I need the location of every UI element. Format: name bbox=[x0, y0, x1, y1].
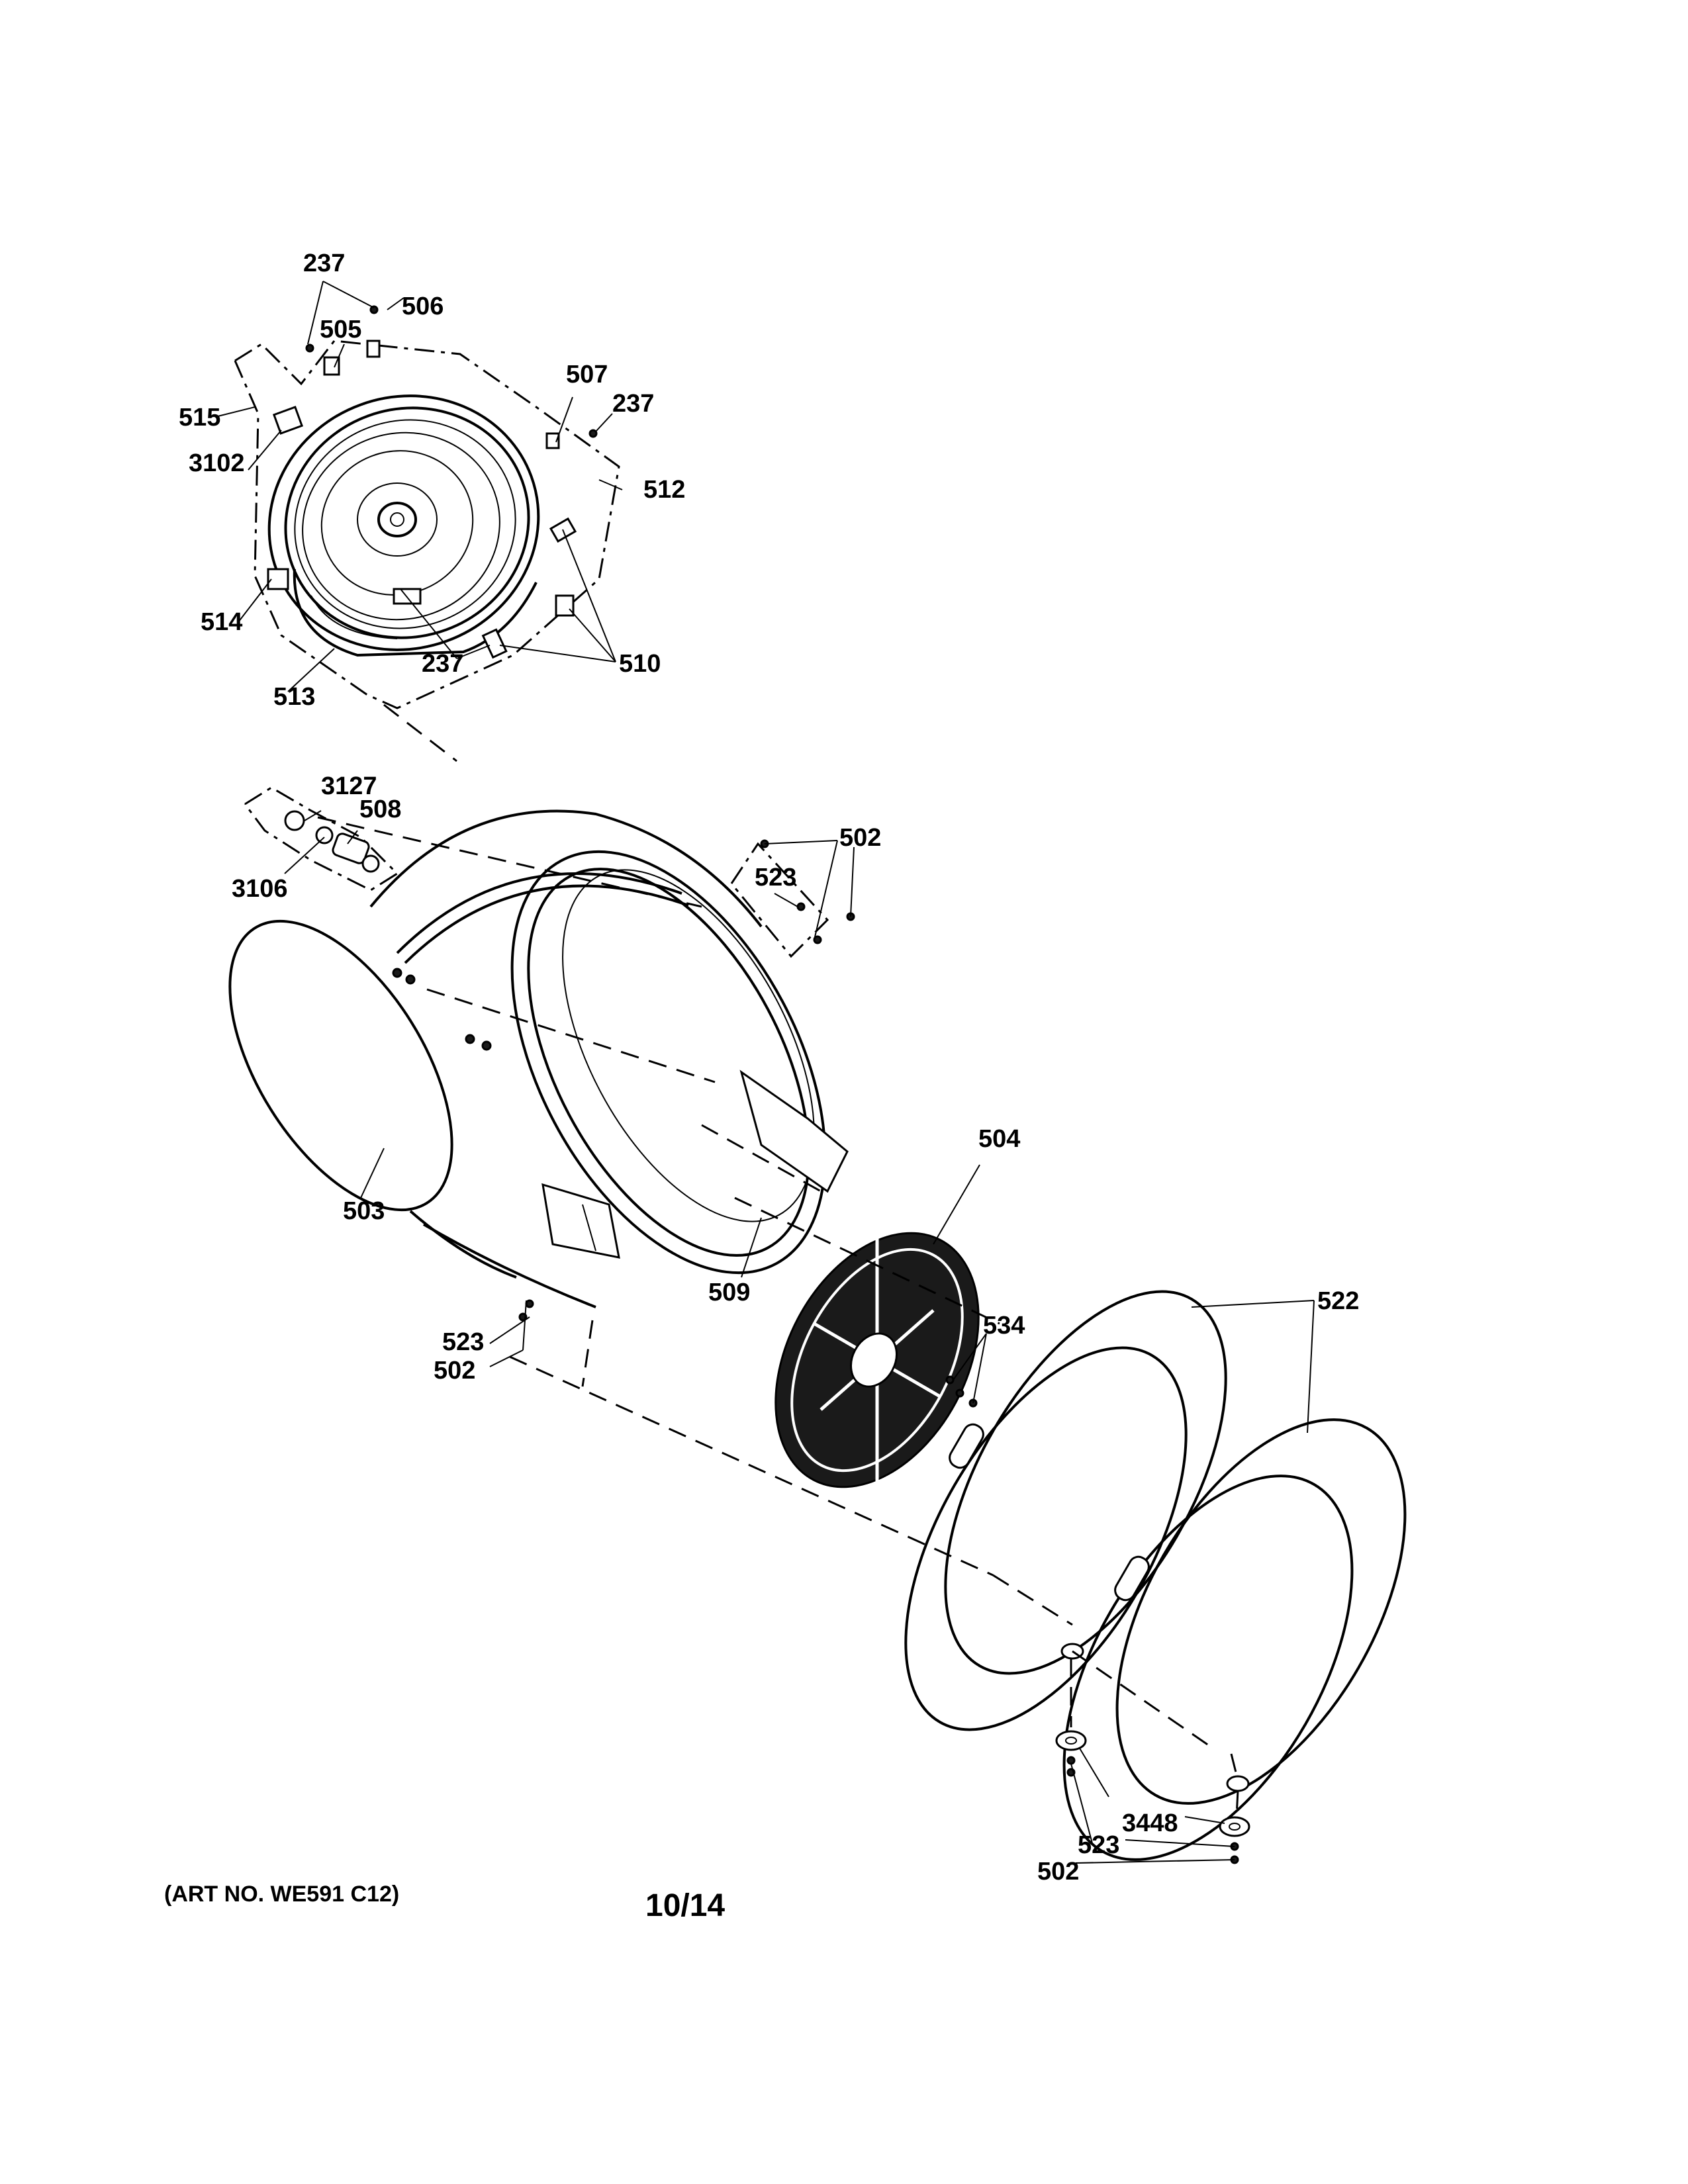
label-237-right: 237 bbox=[612, 390, 654, 418]
label-502-bottom: 502 bbox=[1037, 1858, 1079, 1886]
rear-bulkhead-assembly bbox=[234, 305, 620, 709]
label-506: 506 bbox=[402, 293, 444, 320]
label-504: 504 bbox=[978, 1125, 1020, 1153]
drum bbox=[228, 809, 849, 1308]
drum-rings bbox=[904, 1290, 1407, 1861]
label-515: 515 bbox=[179, 404, 220, 432]
label-513: 513 bbox=[273, 683, 315, 711]
art-number: (ART NO. WE591 C12) bbox=[164, 1882, 399, 1907]
alignment-lines bbox=[317, 704, 1239, 1817]
label-523-top: 523 bbox=[755, 864, 796, 891]
label-505: 505 bbox=[320, 316, 361, 343]
drum-leaders bbox=[360, 1148, 762, 1278]
label-237-bottom: 237 bbox=[422, 650, 463, 678]
label-512: 512 bbox=[643, 476, 685, 504]
label-534: 534 bbox=[983, 1312, 1025, 1340]
label-509: 509 bbox=[708, 1279, 750, 1306]
label-503: 503 bbox=[343, 1197, 385, 1225]
drum-shaft-group bbox=[244, 786, 399, 891]
label-3106: 3106 bbox=[232, 875, 288, 903]
label-502-top: 502 bbox=[839, 824, 881, 852]
label-507: 507 bbox=[566, 361, 608, 388]
page-number: 10/14 bbox=[645, 1888, 725, 1923]
label-3102: 3102 bbox=[189, 449, 245, 477]
label-237-top: 237 bbox=[303, 250, 345, 277]
top-assembly-leaders bbox=[214, 281, 623, 692]
screws-534 bbox=[945, 1333, 987, 1408]
rear-seal-plate bbox=[774, 1164, 980, 1488]
label-510: 510 bbox=[619, 650, 661, 678]
drum-screws-top bbox=[730, 839, 855, 958]
bottom-hardware bbox=[1055, 1730, 1250, 1864]
label-3448: 3448 bbox=[1122, 1809, 1178, 1837]
label-508: 508 bbox=[359, 796, 401, 823]
label-522: 522 bbox=[1317, 1287, 1359, 1315]
label-3127: 3127 bbox=[321, 772, 377, 800]
footer: (ART NO. WE591 C12) 10/14 bbox=[164, 1882, 725, 1923]
screws-left bbox=[489, 1299, 534, 1367]
label-514: 514 bbox=[201, 608, 242, 636]
label-502-left: 502 bbox=[434, 1357, 475, 1385]
label-523-left: 523 bbox=[442, 1328, 484, 1356]
part-labels: 237 506 505 507 237 515 3102 512 514 237… bbox=[179, 250, 1359, 1886]
label-523-bottom: 523 bbox=[1078, 1831, 1119, 1859]
